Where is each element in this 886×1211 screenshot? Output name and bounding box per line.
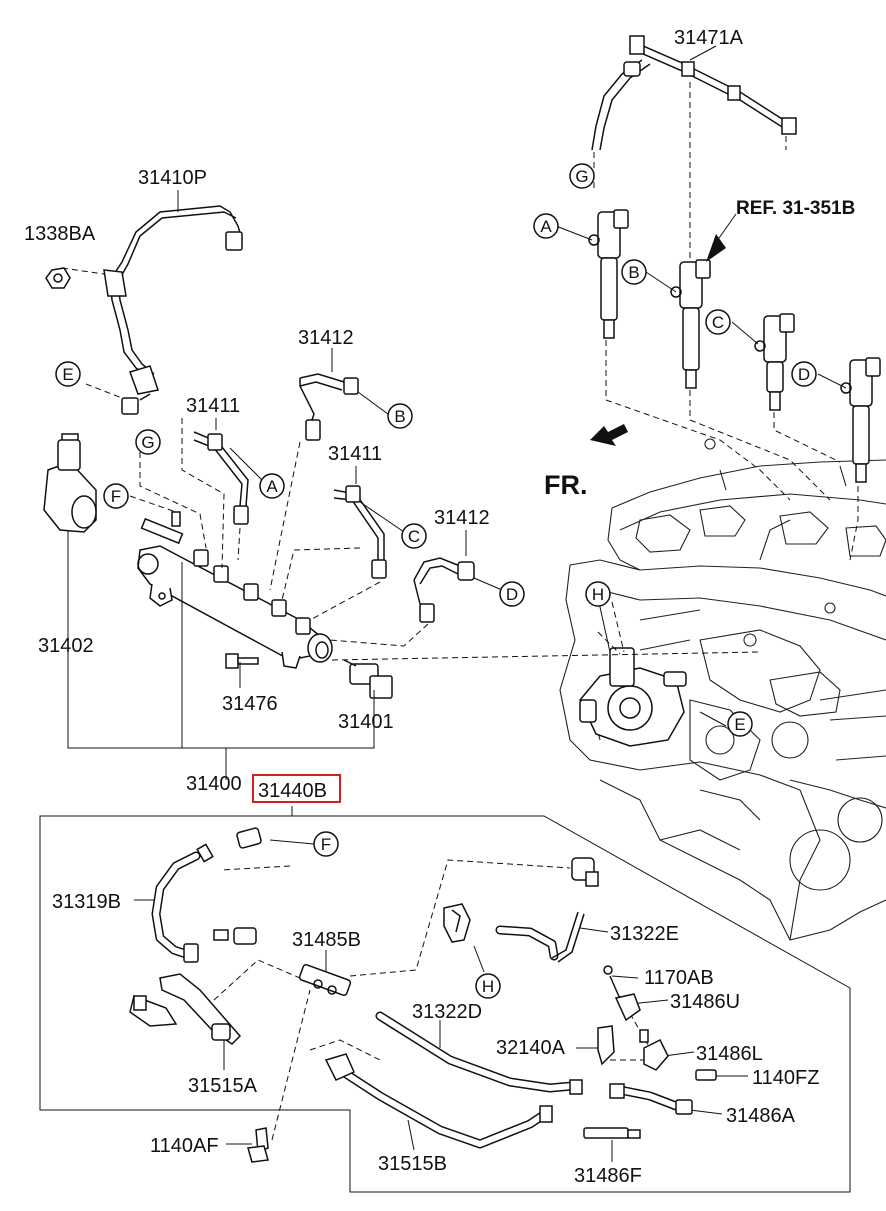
part-label-31486l: 31486L xyxy=(696,1043,763,1065)
part-label-31476: 31476 xyxy=(222,693,278,715)
part-label-31411-left: 31411 xyxy=(186,395,240,417)
part-label-1170ab: 1170AB xyxy=(644,967,714,989)
pressure-regulator xyxy=(43,433,97,533)
wiring-harness xyxy=(45,205,243,415)
bolt-31476 xyxy=(225,653,259,669)
return-line-assembly xyxy=(591,35,797,151)
dashed-connection-lines xyxy=(61,82,859,1141)
connector-circle-a-injector: A xyxy=(533,213,559,239)
part-label-31515b: 31515B xyxy=(378,1153,447,1175)
connector-circle-g-rail: G xyxy=(135,429,161,455)
connector-circle-b-pipe: B xyxy=(387,403,413,429)
injector-4 xyxy=(840,357,881,483)
rail-pressure-sensor xyxy=(343,659,393,699)
svg-text:D: D xyxy=(506,585,518,604)
svg-text:B: B xyxy=(628,263,639,282)
svg-text:E: E xyxy=(62,365,73,384)
front-direction-label: FR. xyxy=(544,470,588,500)
connector-circle-a-pipe: A xyxy=(259,473,285,499)
reference-arrow xyxy=(706,213,737,262)
svg-text:H: H xyxy=(482,977,494,996)
part-label-31410p: 31410P xyxy=(138,167,207,189)
svg-text:B: B xyxy=(394,407,405,426)
part-label-31486u: 31486U xyxy=(670,991,740,1013)
part-label-31515a: 31515A xyxy=(188,1075,258,1097)
connector-circle-e-harness: E xyxy=(55,361,81,387)
injector-2 xyxy=(670,259,711,389)
fuel-hoses-lower xyxy=(151,851,681,1149)
part-label-31486a: 31486A xyxy=(726,1105,796,1127)
injector-3 xyxy=(754,313,795,411)
connector-circle-f-hose: F xyxy=(313,831,339,857)
connector-circle-d-injector: D xyxy=(791,361,817,387)
highlighted-part-31440b[interactable]: 31440B xyxy=(252,774,341,803)
svg-text:F: F xyxy=(321,835,331,854)
connector-circle-h-hose: H xyxy=(475,973,501,999)
part-label-31412-lower: 31412 xyxy=(434,507,490,529)
part-label-31471a: 31471A xyxy=(674,27,744,49)
connector-circle-c-pipe: C xyxy=(401,523,427,549)
fuel-filter-heater-connector xyxy=(129,973,242,1045)
connector-circle-e-pump: E xyxy=(727,711,753,737)
part-label-31401: 31401 xyxy=(338,711,394,733)
connector-circle-g-top: G xyxy=(569,163,595,189)
part-label-31319b: 31319B xyxy=(52,891,121,913)
svg-text:C: C xyxy=(712,313,724,332)
svg-text:D: D xyxy=(798,365,810,384)
connector-circle-b-injector: B xyxy=(621,259,647,285)
svg-text:A: A xyxy=(540,217,552,236)
part-label-31322e: 31322E xyxy=(610,923,679,945)
svg-text:31440B: 31440B xyxy=(258,780,327,802)
part-label-31485b: 31485B xyxy=(292,929,361,951)
leader-lines xyxy=(67,45,847,1162)
svg-text:H: H xyxy=(592,585,604,604)
part-label-1140af: 1140AF xyxy=(150,1135,219,1157)
svg-text:A: A xyxy=(266,477,278,496)
hose-fittings xyxy=(183,827,717,1163)
part-label-31322d: 31322D xyxy=(412,1001,482,1023)
assembly-boundary xyxy=(39,815,851,1193)
part-label-31400: 31400 xyxy=(186,773,242,795)
engine-block-illustration xyxy=(559,438,886,941)
high-pressure-pipes xyxy=(193,373,475,623)
front-direction-arrow xyxy=(590,424,628,446)
fuel-rail xyxy=(137,511,333,669)
injector-1 xyxy=(588,209,629,339)
svg-text:G: G xyxy=(575,167,588,186)
high-pressure-pump xyxy=(579,647,687,747)
part-label-31412-upper: 31412 xyxy=(298,327,354,349)
connector-circle-d-pipe: D xyxy=(499,581,525,607)
part-label-1140fz: 1140FZ xyxy=(752,1067,819,1089)
part-label-32140a: 32140A xyxy=(496,1037,566,1059)
connector-circle-h-pump: H xyxy=(585,581,611,607)
part-label-31402: 31402 xyxy=(38,635,94,657)
connector-circle-f-rail: F xyxy=(103,483,129,509)
svg-text:E: E xyxy=(734,715,745,734)
connector-circle-c-injector: C xyxy=(705,309,731,335)
reference-label: REF. 31-351B xyxy=(736,198,855,219)
svg-text:G: G xyxy=(141,433,154,452)
svg-text:C: C xyxy=(408,527,420,546)
part-label-1338ba: 1338BA xyxy=(24,223,96,245)
part-label-31411-right: 31411 xyxy=(328,443,382,465)
part-label-31486f: 31486F xyxy=(574,1165,642,1187)
svg-text:F: F xyxy=(111,487,121,506)
